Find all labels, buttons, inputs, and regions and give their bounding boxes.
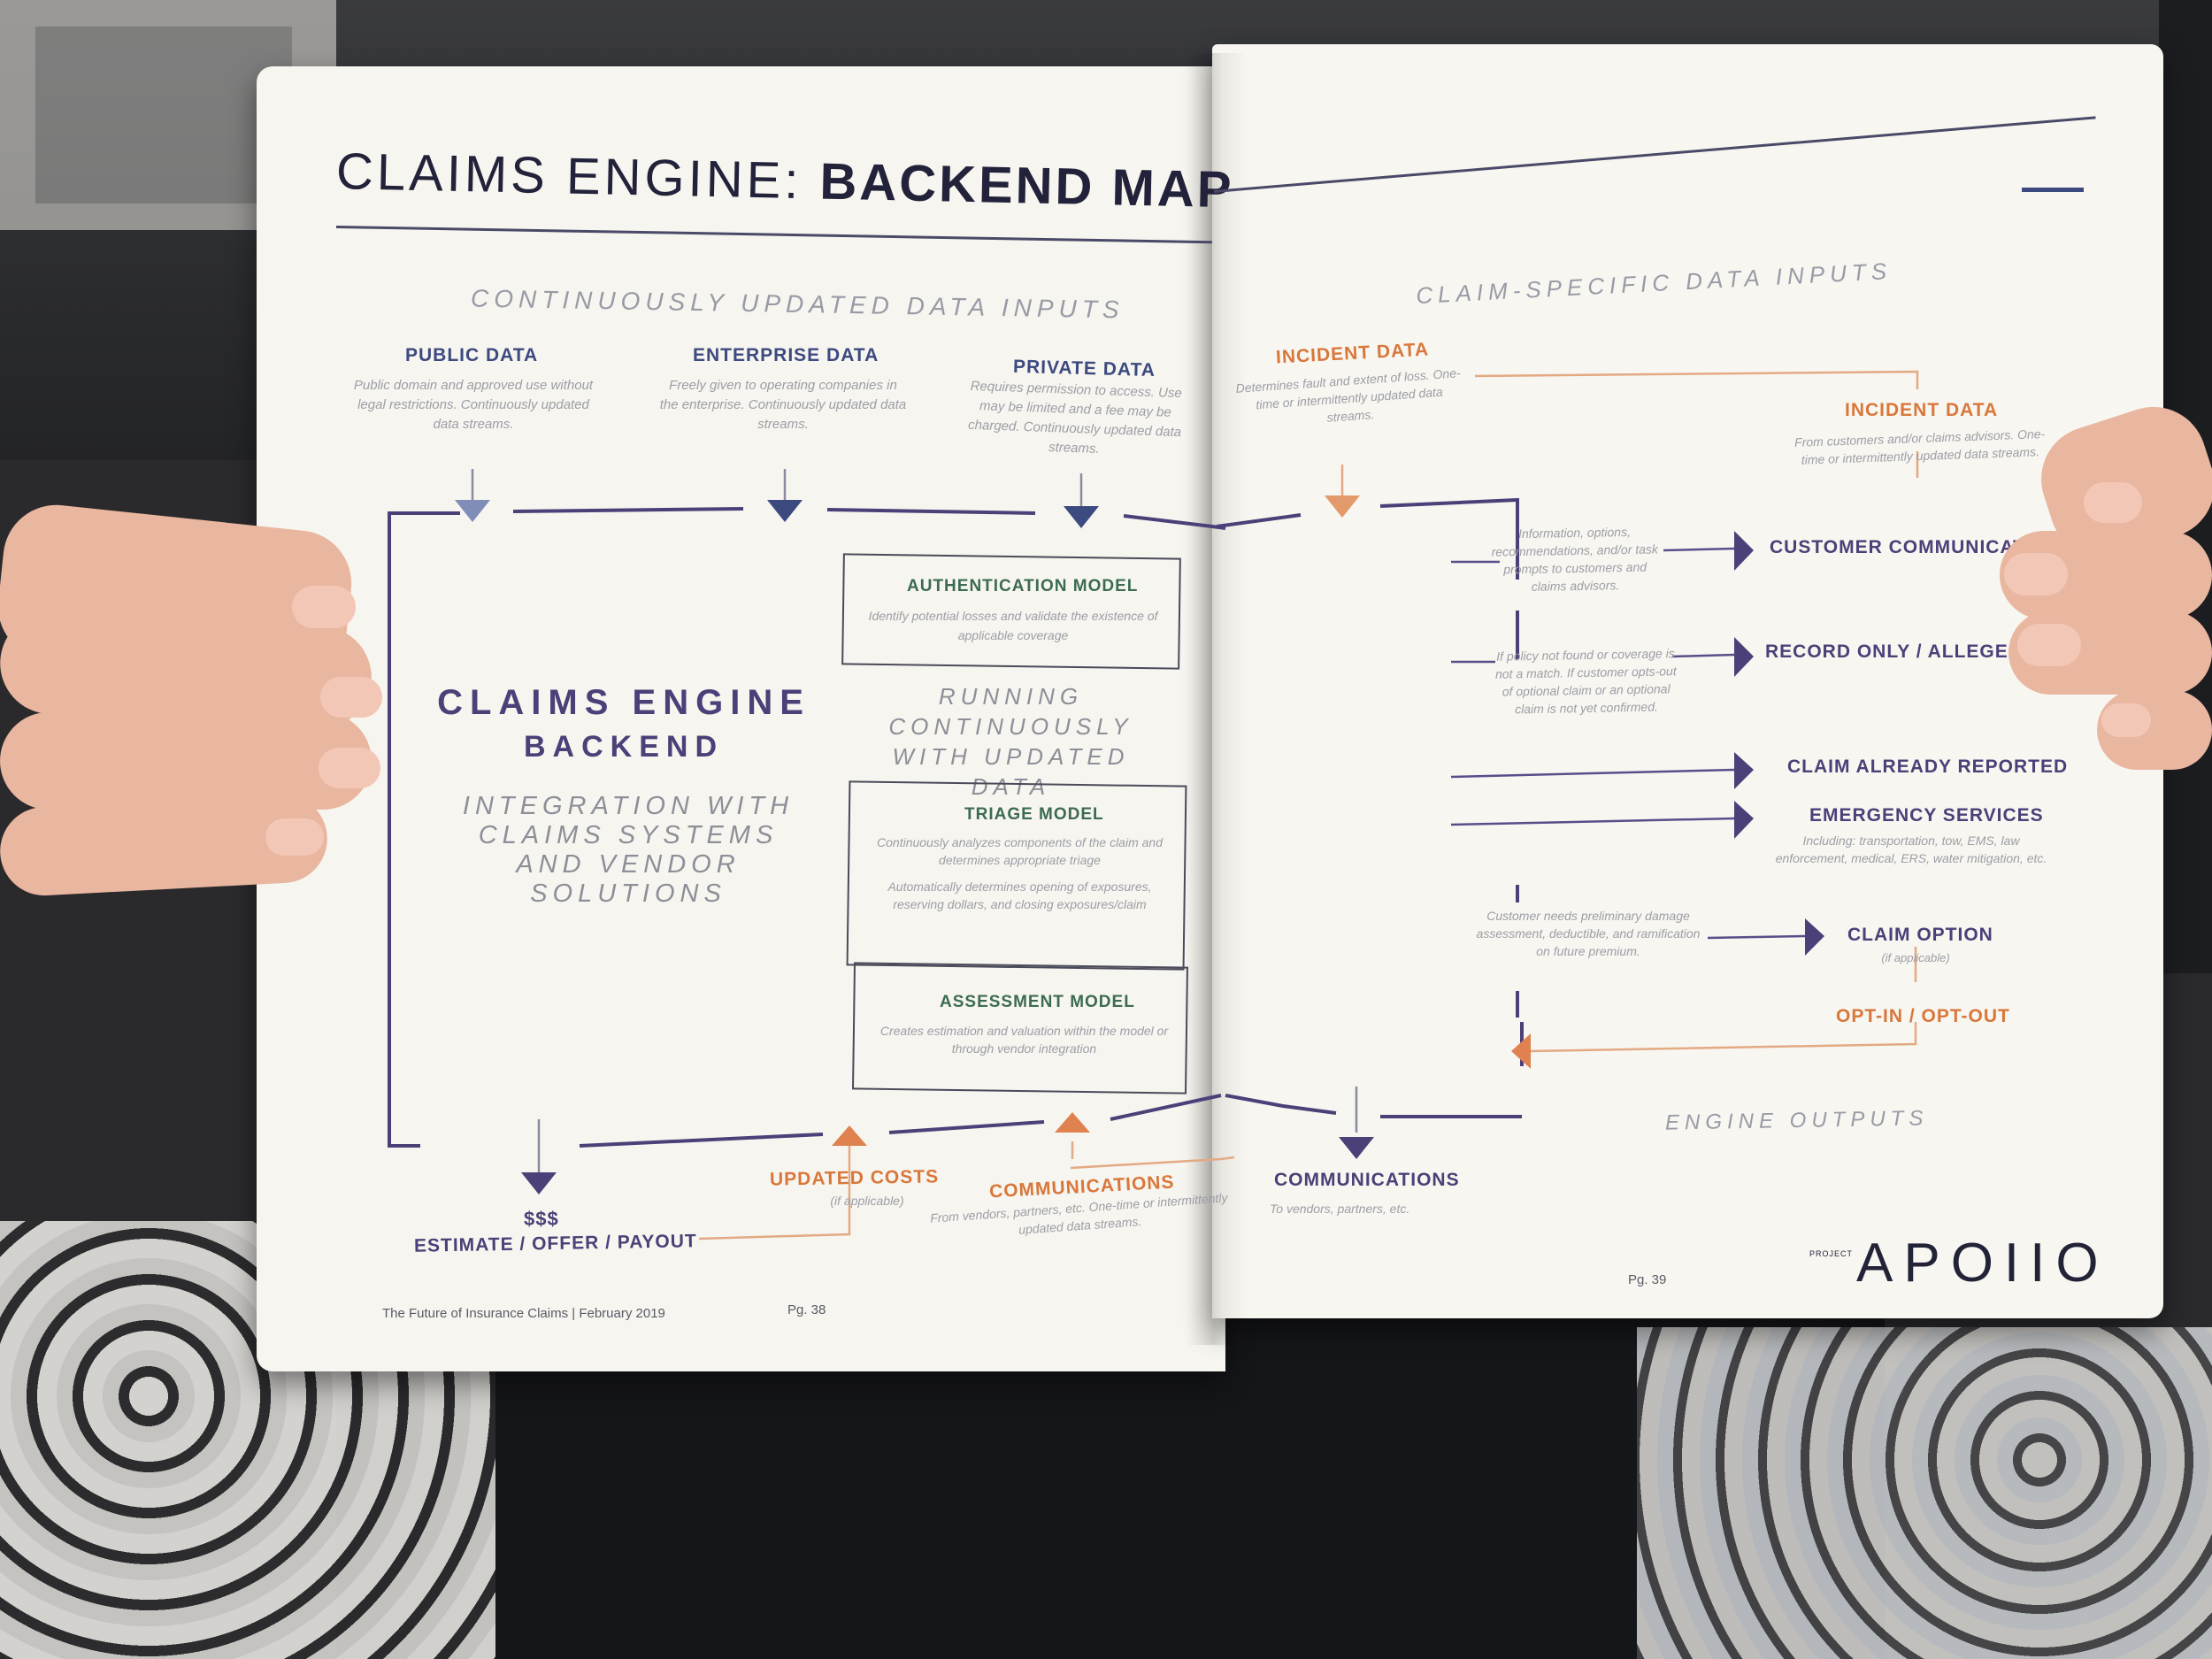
nail xyxy=(2084,482,2142,523)
customer-communication-title: CUSTOMER COMMUNICATION xyxy=(1770,537,2062,557)
left-page xyxy=(257,66,1225,1371)
assessment-model-desc: Creates estimation and valuation within … xyxy=(879,1024,1169,1056)
title-bold: BACKEND MAP xyxy=(818,152,1235,219)
arrow-enterprise-data xyxy=(767,500,803,522)
left-hand-finger-3 xyxy=(0,712,372,810)
patterned-chair-right xyxy=(1637,1327,2212,1659)
record-only-title: RECORD ONLY / ALLEGED xyxy=(1765,641,2023,662)
nail xyxy=(319,748,380,788)
communications-out-desc: To vendors, partners, etc. xyxy=(1270,1202,1410,1216)
nail xyxy=(292,586,356,628)
triage-model-title: TRIAGE MODEL xyxy=(964,805,1104,824)
assessment-model-title: ASSESSMENT MODEL xyxy=(940,993,1135,1011)
arrow-public-data xyxy=(455,500,490,522)
running-label: RUNNING CONTINUOUSLY WITH UPDATED DATA xyxy=(888,683,1133,800)
publication-footer: The Future of Insurance Claims | Februar… xyxy=(382,1306,665,1321)
nail xyxy=(320,677,382,718)
private-data-title: PRIVATE DATA xyxy=(1012,356,1156,381)
communications-out-title: COMMUNICATIONS xyxy=(1274,1170,1460,1190)
triage-model-desc2: Automatically determines opening of expo… xyxy=(887,879,1152,911)
engine-outputs-label: ENGINE OUTPUTS xyxy=(1664,1106,1929,1135)
private-data-desc: Requires permission to access. Use may b… xyxy=(967,378,1183,457)
authentication-model-desc: Identify potential losses and validate t… xyxy=(868,609,1158,642)
nail xyxy=(265,818,324,856)
enterprise-data-desc: Freely given to operating companies in t… xyxy=(659,378,907,432)
left-page-number: Pg. 38 xyxy=(787,1302,826,1317)
engine-subtitle: INTEGRATION WITH CLAIMS SYSTEMS AND VEND… xyxy=(462,792,795,908)
nail xyxy=(2101,703,2151,737)
public-data-desc: Public domain and approved use without l… xyxy=(353,378,594,432)
triage-model-desc: Continuously analyzes components of the … xyxy=(877,835,1163,867)
claim-already-reported-title: CLAIM ALREADY REPORTED xyxy=(1787,757,2069,777)
emergency-services-title: EMERGENCY SERVICES xyxy=(1809,805,2044,826)
emergency-services-desc: Including: transportation, tow, EMS, law… xyxy=(1775,833,2047,865)
logo-project: PROJECT xyxy=(1809,1249,1854,1258)
authentication-model-title: AUTHENTICATION MODEL xyxy=(907,577,1139,595)
right-title-accent xyxy=(2022,188,2084,192)
book-spine xyxy=(1186,53,1248,1345)
updated-costs-label: UPDATED COSTS xyxy=(769,1166,940,1190)
opt-in-opt-out: OPT-IN / OPT-OUT xyxy=(1836,1006,2010,1026)
wall-picture xyxy=(35,27,292,204)
claim-option-note: Customer needs preliminary damage assess… xyxy=(1476,909,1701,958)
right-page-number: Pg. 39 xyxy=(1628,1272,1667,1287)
record-only-note: If policy not found or coverage is not a… xyxy=(1494,646,1677,717)
claim-option-title: CLAIM OPTION xyxy=(1847,925,1993,945)
estimate-symbol: $$$ xyxy=(524,1208,559,1230)
customer-communication-note: Information, options, recommendations, a… xyxy=(1491,524,1659,594)
arrow-private-data xyxy=(1064,506,1099,528)
public-data-title: PUBLIC DATA xyxy=(405,345,539,365)
right-page xyxy=(1212,44,2163,1318)
enterprise-data-title: ENTERPRISE DATA xyxy=(693,345,879,365)
nail xyxy=(2004,553,2068,595)
claim-option-sub: (if applicable) xyxy=(1881,951,1950,964)
arrow-incident-data xyxy=(1325,495,1360,518)
title-light: CLAIMS ENGINE: xyxy=(335,142,821,211)
apollo-logo: APOIIO xyxy=(1856,1233,2109,1294)
engine-title-line1: CLAIMS ENGINE xyxy=(437,683,810,722)
engine-title-line2: BACKEND xyxy=(524,730,724,764)
nail xyxy=(2017,624,2081,666)
updated-costs-note: (if applicable) xyxy=(830,1194,904,1208)
incident-data-right-title: INCIDENT DATA xyxy=(1845,400,1999,420)
